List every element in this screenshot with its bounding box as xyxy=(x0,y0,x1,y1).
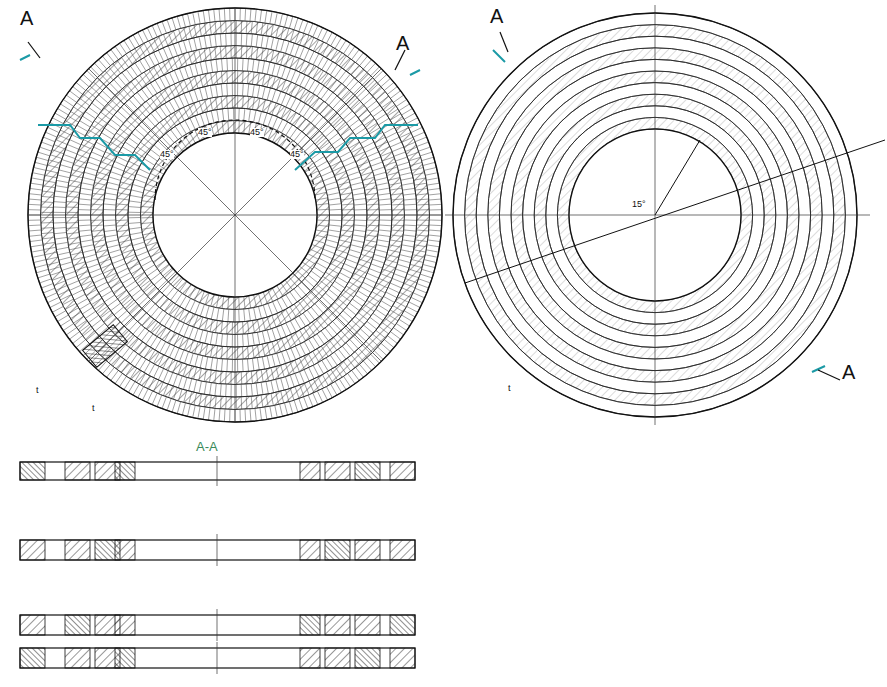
dimension-label: 45° xyxy=(290,150,304,159)
ring-layers xyxy=(445,5,885,425)
section-mark: A xyxy=(396,33,409,53)
dimension-label: t xyxy=(508,384,511,393)
dimension-label: t xyxy=(92,404,95,413)
view-arrow xyxy=(28,32,840,380)
section-mark: A xyxy=(490,6,503,26)
section-title: A-A xyxy=(196,440,218,453)
dimension-label: 45° xyxy=(198,128,212,137)
dimension-label: 45° xyxy=(160,150,174,159)
section-views xyxy=(20,456,415,674)
section-mark: A xyxy=(842,362,855,382)
section-line xyxy=(20,50,825,372)
winding-rings xyxy=(28,8,442,422)
dimension-label: 45° xyxy=(250,128,264,137)
section-mark: A xyxy=(20,8,33,28)
dimension-label: t xyxy=(36,386,39,395)
dimension-label: 15° xyxy=(632,200,646,209)
